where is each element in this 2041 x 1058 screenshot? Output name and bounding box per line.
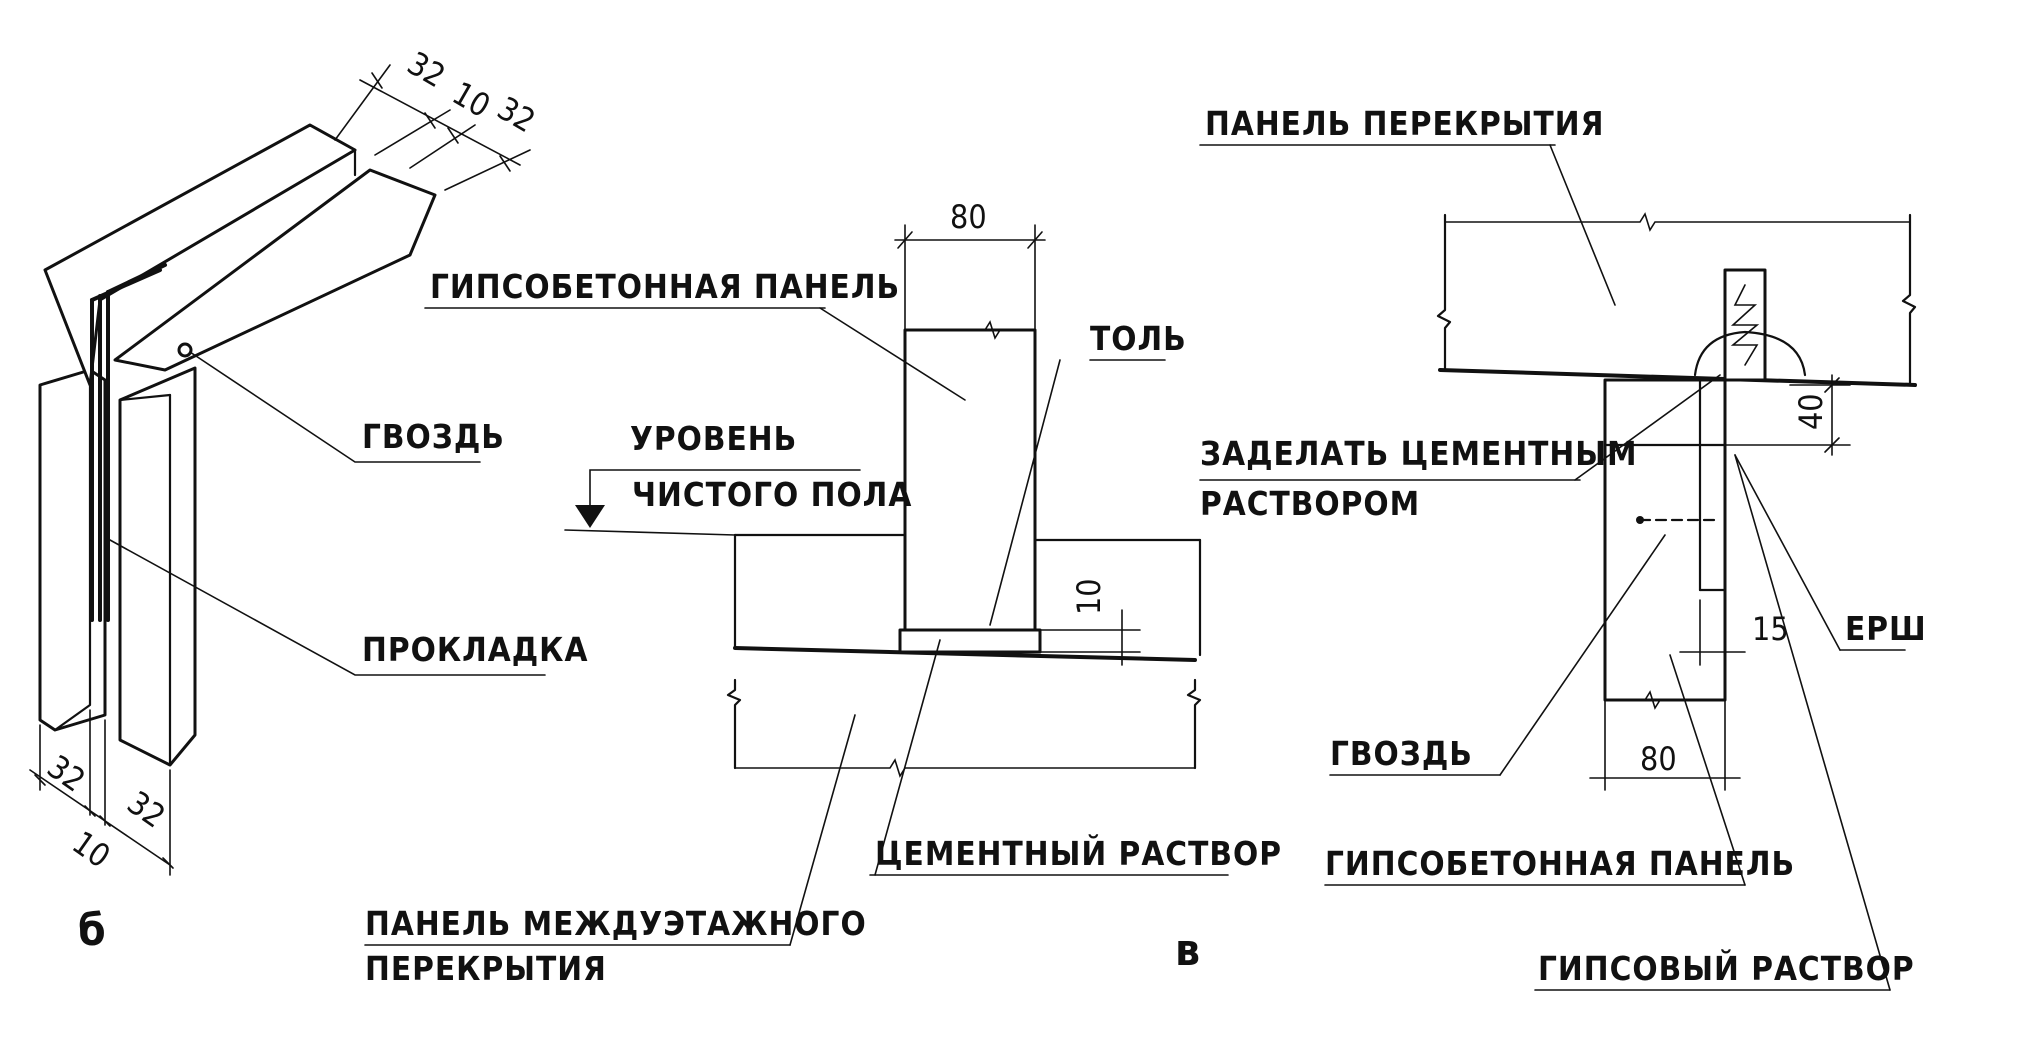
nail-label-g: ГВОЗДЬ (1330, 734, 1473, 773)
seal-label-1: ЗАДЕЛАТЬ ЦЕМЕНТНЫМ (1200, 434, 1638, 473)
mortar-dome (1693, 330, 1807, 377)
dim-g-40: 40 (1792, 393, 1830, 430)
left-post (38, 368, 107, 732)
dim-top-10: 10 (446, 74, 497, 125)
dim-g-15: 15 (1752, 610, 1789, 648)
view-g-panel-under-slab: 40 15 80 ПАНЕЛЬ ПЕРЕКРЫТИЯ ЗАДЕЛАТЬ ЦЕМЕ… (1199, 104, 1927, 991)
floor-level-label-2: ЧИСТОГО ПОЛА (632, 475, 912, 514)
dim-top-32b: 32 (491, 89, 542, 140)
nail-label: ГВОЗДЬ (362, 417, 505, 456)
floor-level-label-1: УРОВЕНЬ (630, 419, 797, 458)
roofing-felt-label: ТОЛЬ (1090, 319, 1187, 358)
gypsum-panel-g (1603, 378, 1727, 702)
floor-slab (735, 648, 1195, 768)
slab-panel-label: ПАНЕЛЬ ПЕРЕКРЫТИЯ (1205, 104, 1604, 143)
dim-v-80: 80 (950, 198, 987, 236)
view-v-panel-on-slab: УРОВЕНЬ ЧИСТОГО ПОЛА 80 10 ГИПСОБЕТОННАЯ… (364, 198, 1282, 988)
top-dimension-chain (334, 64, 531, 191)
gypsum-panel-v (903, 328, 1037, 632)
mortar-bed (898, 628, 1042, 654)
gasket-label: ПРОКЛАДКА (362, 630, 588, 669)
section-letter-b: б (78, 905, 106, 956)
gypsum-panel-label-v: ГИПСОБЕТОННАЯ ПАНЕЛЬ (430, 267, 900, 306)
dim-top-32a: 32 (401, 44, 452, 95)
view-b-corner-joint: ГВОЗДЬ ПРОКЛАДКА 32 10 32 (29, 44, 588, 956)
cement-mortar-label-v: ЦЕМЕНТНЫЙ РАСТВОР (875, 833, 1282, 873)
nail-icon (177, 342, 193, 358)
dim-g-80: 80 (1640, 740, 1677, 778)
gasket-strip (90, 263, 167, 622)
slab-top-line (733, 646, 1197, 662)
ruff-label: ЕРШ (1845, 609, 1927, 648)
section-letter-v: в (1175, 925, 1200, 976)
gypsum-mortar-label: ГИПСОВЫЙ РАСТВОР (1538, 948, 1915, 988)
dim-bottom-10: 10 (65, 823, 117, 875)
floor-panel-label-1: ПАНЕЛЬ МЕЖДУЭТАЖНОГО (365, 904, 867, 943)
ceiling-slab (1445, 215, 1910, 370)
seal-label-2: РАСТВОРОМ (1200, 484, 1420, 523)
gypsum-panel-label-g: ГИПСОБЕТОННАЯ ПАНЕЛЬ (1325, 844, 1795, 883)
floor-panel-label-2: ПЕРЕКРЫТИЯ (365, 949, 607, 988)
dim-bottom-32a: 32 (40, 747, 92, 799)
dim-v-10: 10 (1070, 578, 1108, 615)
dim-bottom-32b: 32 (120, 783, 172, 835)
slab-bottom-line (1438, 368, 1917, 387)
bottom-dimension-chain (29, 709, 174, 876)
upper-beam-right (113, 168, 437, 372)
